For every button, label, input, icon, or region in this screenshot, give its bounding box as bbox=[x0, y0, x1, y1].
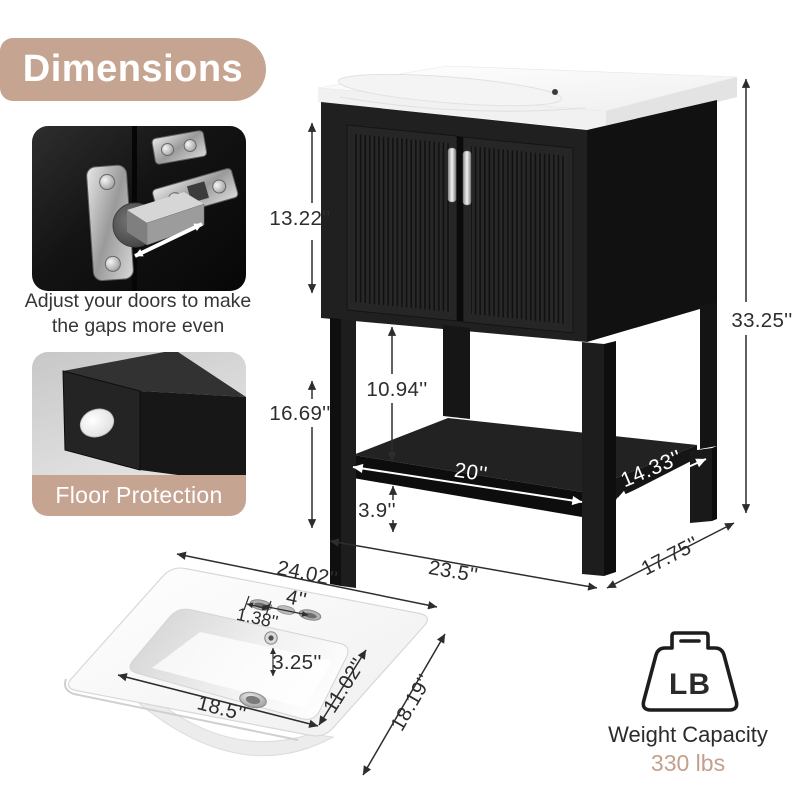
leg-top-face bbox=[63, 352, 246, 397]
overall-height-label: 33.25'' bbox=[731, 309, 792, 332]
overflow-hole-inner bbox=[268, 635, 274, 641]
door-right-reeded-panel bbox=[471, 146, 566, 324]
door-height-label: 13.22'' bbox=[269, 207, 330, 230]
faucet-spread-label: 4'' bbox=[284, 585, 308, 612]
hinge-caption-line1: Adjust your doors to make bbox=[24, 290, 252, 312]
door-gap bbox=[457, 136, 463, 322]
back-right-leg-upper bbox=[700, 302, 717, 449]
front-left-leg-side bbox=[330, 318, 341, 586]
foot-height-label: 3.9'' bbox=[358, 499, 396, 522]
faucet-hole-tick-right bbox=[265, 600, 272, 616]
sink-illustration bbox=[64, 567, 429, 757]
vanity-illustration bbox=[317, 65, 738, 588]
weight-capacity-icon: LB bbox=[641, 631, 739, 712]
back-right-leg-lower bbox=[690, 448, 712, 523]
sink-depth-label: 18.19'' bbox=[386, 670, 437, 735]
countertop-basin-curve bbox=[339, 96, 586, 112]
hinge-caption: Adjust your doors to make the gaps more … bbox=[6, 289, 270, 339]
hinge-arm-top bbox=[127, 192, 204, 223]
shelf-clearance-label: 10.94'' bbox=[366, 378, 427, 401]
weight-capacity-value: 330 lbs bbox=[650, 750, 726, 776]
hinge-callout-card bbox=[32, 126, 246, 291]
overall-width-label: 23.5'' bbox=[427, 556, 480, 587]
door-handle-right bbox=[462, 150, 472, 206]
countertop-right-edge bbox=[606, 77, 737, 131]
faucet-hole-tick-left bbox=[243, 595, 250, 611]
faucet-spread-arrow bbox=[262, 604, 309, 617]
front-left-leg bbox=[341, 319, 356, 588]
overall-width-arrow bbox=[329, 538, 598, 591]
overall-depth-arrow bbox=[606, 522, 735, 589]
floor-protection-card: Floor Protection bbox=[32, 352, 246, 516]
shelf-width-label: 20'' bbox=[453, 459, 489, 486]
back-left-leg bbox=[443, 325, 470, 419]
shelf-width-arrow bbox=[352, 463, 583, 506]
screw-icon bbox=[183, 138, 197, 152]
front-right-leg bbox=[582, 342, 604, 576]
basin-depth-arrow bbox=[318, 649, 367, 726]
shelf-depth-arrow bbox=[616, 458, 707, 500]
floor-protection-label: Floor Protection bbox=[55, 482, 223, 508]
cabinet-side-panel bbox=[587, 100, 717, 342]
sink-width-arrow bbox=[176, 551, 438, 610]
open-space-label: 16.69'' bbox=[269, 402, 330, 425]
sink-width-label: 24.02'' bbox=[275, 556, 340, 591]
door-left-reeded-panel bbox=[355, 134, 450, 312]
leg-side-face bbox=[140, 391, 246, 484]
front-right-leg-side bbox=[604, 341, 616, 576]
floor-pad-icon bbox=[79, 408, 115, 438]
basin-height-label: 3.25'' bbox=[272, 651, 322, 674]
hinge-illustration bbox=[86, 126, 239, 291]
adjust-direction-arrow-icon bbox=[134, 222, 203, 258]
overall-depth-label: 17.75'' bbox=[638, 532, 703, 580]
sink-top-edge bbox=[64, 678, 299, 741]
floor-protection-illustration bbox=[62, 352, 246, 484]
countertop-basin-recess bbox=[337, 73, 563, 107]
weight-icon-outline bbox=[641, 631, 739, 712]
screw-icon bbox=[104, 255, 121, 272]
hinge-top-bracket bbox=[151, 130, 208, 165]
basin-width-arrow bbox=[117, 673, 319, 728]
screw-icon bbox=[161, 142, 175, 156]
hinge-caption-line2: the gaps more even bbox=[51, 315, 225, 337]
page-title: Dimensions bbox=[22, 48, 244, 90]
screw-icon bbox=[212, 179, 227, 194]
hinge-mounting-plate bbox=[86, 164, 134, 282]
faucet-hole-arrow bbox=[246, 602, 269, 611]
floor-protection-banner: Floor Protection bbox=[32, 475, 246, 516]
weight-badge-label: LB bbox=[669, 668, 711, 701]
dimensions-title-pill: Dimensions bbox=[0, 38, 266, 101]
weight-capacity-caption: Weight Capacity bbox=[608, 722, 768, 747]
sink-depth-arrow bbox=[362, 633, 446, 776]
back-right-leg-lower-side bbox=[712, 446, 717, 521]
screw-icon bbox=[99, 174, 116, 191]
countertop-front-edge bbox=[318, 88, 606, 131]
countertop-faucet-hole bbox=[552, 89, 558, 95]
door-handle-left bbox=[447, 147, 457, 203]
